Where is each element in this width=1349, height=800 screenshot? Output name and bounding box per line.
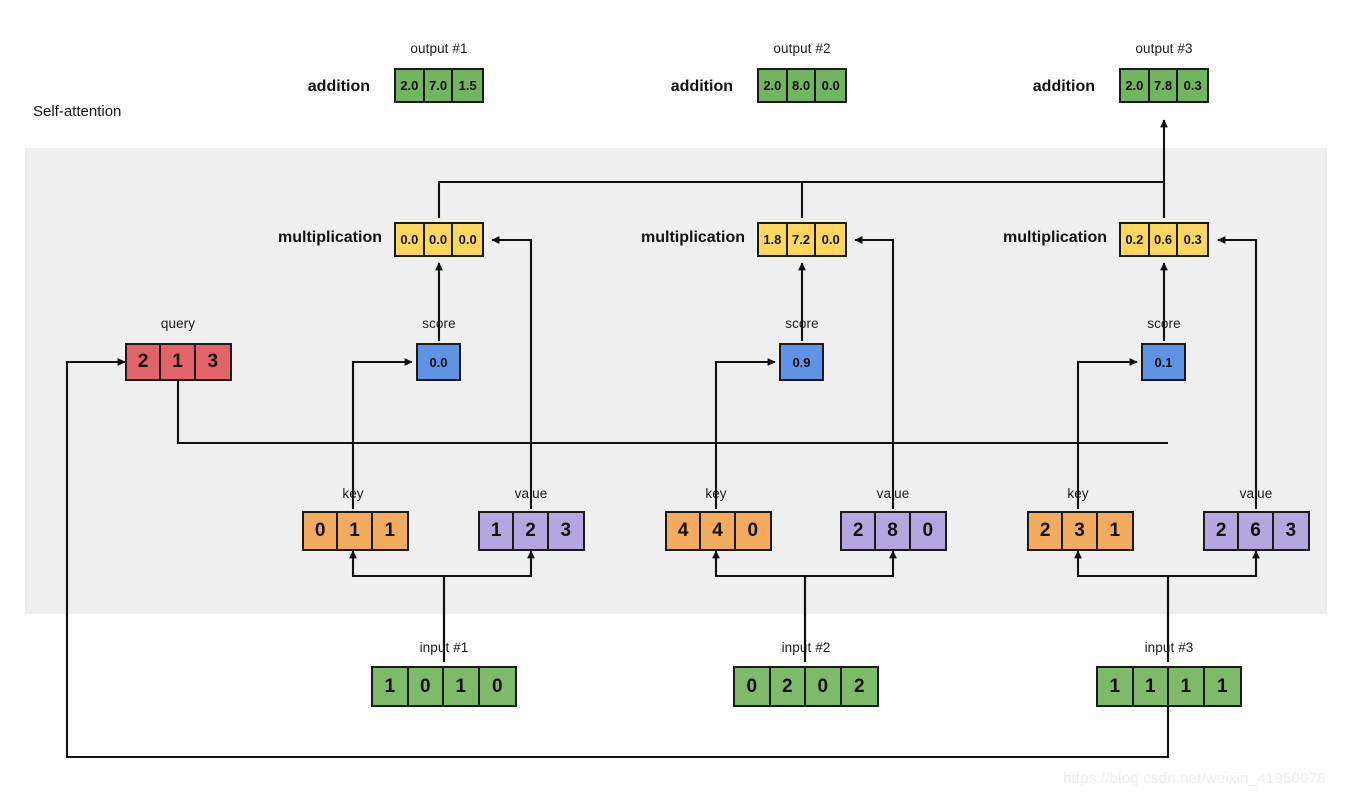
cell: 2: [1205, 513, 1240, 549]
cell: 2: [842, 513, 877, 549]
cell: 3: [1063, 513, 1098, 549]
cell: 1: [1204, 668, 1240, 705]
output-1-vector: 2.0 7.0 1.5: [394, 68, 484, 103]
key-1-caption: key: [342, 486, 364, 501]
value-3-vector: 2 6 3: [1203, 511, 1310, 551]
cell: 0.0: [418, 345, 459, 379]
key-3-vector: 2 3 1: [1027, 511, 1134, 551]
output-2-vector: 2.0 8.0 0.0: [757, 68, 847, 103]
multiplication-label-2: multiplication: [641, 229, 745, 246]
section-title-self-attention: Self-attention: [33, 103, 122, 120]
multiplication-label-3: multiplication: [1003, 229, 1107, 246]
cell: 4: [667, 513, 702, 549]
cell: 3: [548, 513, 583, 549]
cell: 1: [444, 668, 480, 705]
score-1-box: 0.0: [416, 343, 461, 381]
input-3-vector: 1 1 1 1: [1096, 666, 1242, 707]
cell: 1: [1098, 668, 1134, 705]
cell: 1.5: [453, 70, 483, 101]
multiplication-2-vector: 1.8 7.2 0.0: [757, 222, 847, 257]
cell: 1: [161, 345, 196, 379]
cell: 0: [806, 668, 842, 705]
value-1-caption: value: [514, 486, 548, 501]
cell: 7.8: [1149, 70, 1179, 101]
score-1-caption: score: [422, 316, 456, 331]
score-2-box: 0.9: [779, 343, 824, 381]
cell: 0.0: [396, 224, 425, 255]
cell: 0: [304, 513, 339, 549]
output-1-caption: output #1: [410, 41, 468, 56]
addition-label-1: addition: [307, 78, 370, 95]
key-2-vector: 4 4 0: [665, 511, 772, 551]
cell: 0: [408, 668, 444, 705]
cell: 0: [735, 513, 770, 549]
cell: 1: [480, 513, 515, 549]
output-2-caption: output #2: [773, 41, 831, 56]
cell: 4: [701, 513, 736, 549]
cell: 1: [1169, 668, 1205, 705]
multiplication-label-1: multiplication: [278, 229, 382, 246]
output-3-vector: 2.0 7.8 0.3: [1119, 68, 1209, 103]
cell: 2.0: [759, 70, 788, 101]
cell: 0.0: [453, 224, 483, 255]
cell: 6: [1239, 513, 1274, 549]
key-3-caption: key: [1067, 486, 1089, 501]
cell: 0.0: [424, 224, 454, 255]
value-3-caption: value: [1239, 486, 1273, 501]
key-2-caption: key: [705, 486, 727, 501]
cell: 0.3: [1178, 224, 1208, 255]
input-1-vector: 1 0 1 0: [371, 666, 517, 707]
cell: 0.2: [1121, 224, 1150, 255]
cell: 2: [127, 345, 162, 379]
input-3-caption: input #3: [1144, 640, 1194, 655]
cell: 0: [735, 668, 771, 705]
cell: 8: [876, 513, 911, 549]
multiplication-3-vector: 0.2 0.6 0.3: [1119, 222, 1209, 257]
cell: 7.0: [424, 70, 454, 101]
cell: 2.0: [396, 70, 425, 101]
multiplication-1-vector: 0.0 0.0 0.0: [394, 222, 484, 257]
value-1-vector: 1 2 3: [478, 511, 585, 551]
cell: 7.2: [787, 224, 817, 255]
cell: 8.0: [787, 70, 817, 101]
cell: 1: [1133, 668, 1169, 705]
cell: 0.3: [1178, 70, 1208, 101]
cell: 3: [1273, 513, 1308, 549]
cell: 3: [195, 345, 230, 379]
cell: 1: [373, 668, 409, 705]
cell: 0.9: [781, 345, 822, 379]
cell: 2: [770, 668, 806, 705]
cell: 1: [338, 513, 373, 549]
addition-label-3: addition: [1032, 78, 1095, 95]
cell: 2: [841, 668, 877, 705]
value-2-caption: value: [876, 486, 910, 501]
cell: 1.8: [759, 224, 788, 255]
cell: 0: [910, 513, 945, 549]
score-3-caption: score: [1147, 316, 1181, 331]
score-2-caption: score: [785, 316, 819, 331]
cell: 2: [514, 513, 549, 549]
watermark: https://blog.csdn.net/weixin_41950078: [1063, 770, 1326, 787]
value-2-vector: 2 8 0: [840, 511, 947, 551]
cell: 1: [1097, 513, 1132, 549]
cell: 1: [372, 513, 407, 549]
cell: 0.0: [816, 224, 846, 255]
cell: 0.1: [1143, 345, 1184, 379]
score-3-box: 0.1: [1141, 343, 1186, 381]
addition-label-2: addition: [670, 78, 733, 95]
cell: 0: [479, 668, 515, 705]
input-2-caption: input #2: [781, 640, 831, 655]
key-1-vector: 0 1 1: [302, 511, 409, 551]
cell: 0.0: [816, 70, 846, 101]
input-2-vector: 0 2 0 2: [733, 666, 879, 707]
query-vector: 2 1 3: [125, 343, 232, 381]
cell: 2.0: [1121, 70, 1150, 101]
input-1-caption: input #1: [419, 640, 469, 655]
output-3-caption: output #3: [1135, 41, 1193, 56]
cell: 0.6: [1149, 224, 1179, 255]
query-caption: query: [160, 316, 196, 331]
cell: 2: [1029, 513, 1064, 549]
